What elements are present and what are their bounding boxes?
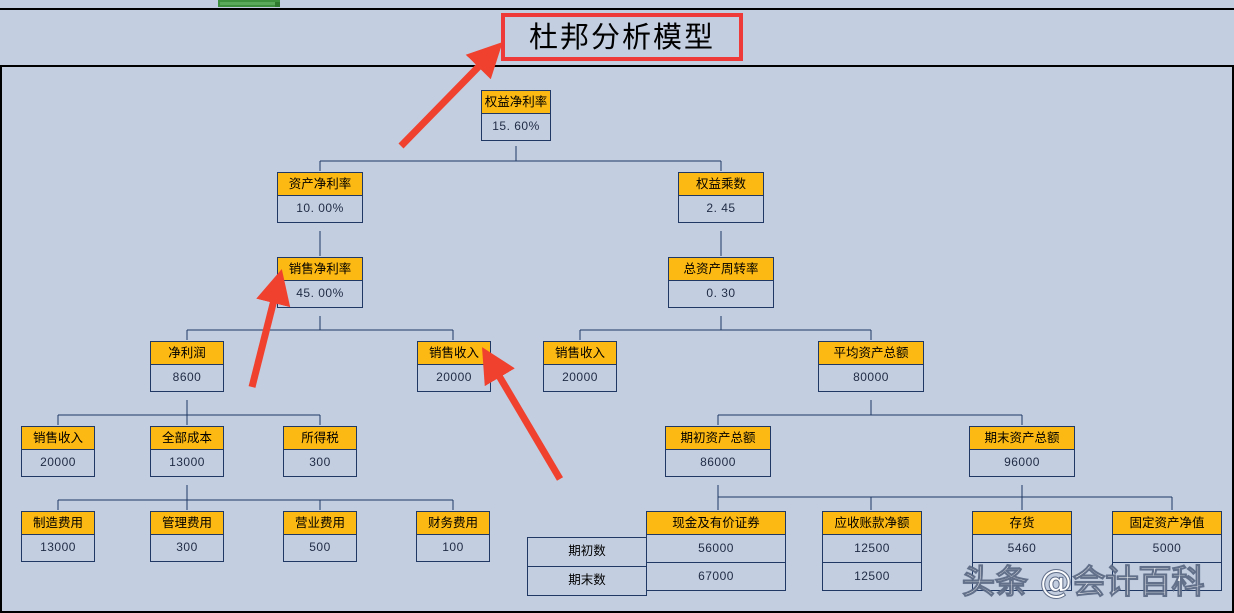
node-equity-multiplier-label: 权益乘数 [678,172,764,196]
node-income-tax-value: 300 [283,450,357,477]
node-revenue-c[interactable]: 销售收入 20000 [21,426,95,477]
node-beginning-total-assets-value: 86000 [665,450,771,477]
node-net-fixed-assets[interactable]: 固定资产净值 5000 [1112,511,1222,591]
node-cash-and-securities-end: 67000 [646,563,786,591]
node-financial-cost-label: 财务费用 [416,511,490,535]
node-equity-multiplier-value: 2. 45 [678,196,764,223]
node-manufacturing-cost[interactable]: 制造费用 13000 [21,511,95,562]
node-total-cost-label: 全部成本 [150,426,224,450]
asset-period-row-labels: 期初数 期末数 [527,537,647,596]
row-label-begin: 期初数 [527,537,647,567]
node-admin-cost-value: 300 [150,535,224,562]
node-accounts-receivable-end: 12500 [822,563,922,591]
node-cash-and-securities-begin: 56000 [646,535,786,563]
node-revenue-b-value: 20000 [543,365,617,392]
node-roe-label: 权益净利率 [481,90,551,114]
node-revenue-a-value: 20000 [417,365,491,392]
cell-selection-marker[interactable] [218,0,280,7]
node-net-fixed-assets-label: 固定资产净值 [1112,511,1222,535]
node-financial-cost-value: 100 [416,535,490,562]
node-revenue-a-label: 销售收入 [417,341,491,365]
node-accounts-receivable[interactable]: 应收账款净额 12500 12500 [822,511,922,591]
node-total-cost-value: 13000 [150,450,224,477]
node-net-profit-margin-label: 销售净利率 [277,257,363,281]
watermark: 头条 @会计百科 [962,562,1206,602]
node-roa-label: 资产净利率 [277,172,363,196]
node-net-fixed-assets-end [1112,563,1222,591]
node-net-profit-label: 净利润 [150,341,224,365]
node-total-asset-turnover-value: 0. 30 [668,281,774,308]
node-inventory[interactable]: 存货 5460 [972,511,1072,591]
node-revenue-b[interactable]: 销售收入 20000 [543,341,617,392]
node-admin-cost[interactable]: 管理费用 300 [150,511,224,562]
node-roa-value: 10. 00% [277,196,363,223]
node-revenue-a[interactable]: 销售收入 20000 [417,341,491,392]
node-ending-total-assets-value: 96000 [969,450,1075,477]
node-average-total-assets[interactable]: 平均资产总额 80000 [818,341,924,392]
node-ending-total-assets-label: 期末资产总额 [969,426,1075,450]
node-total-asset-turnover-label: 总资产周转率 [668,257,774,281]
node-roa[interactable]: 资产净利率 10. 00% [277,172,363,223]
node-average-total-assets-value: 80000 [818,365,924,392]
node-inventory-begin: 5460 [972,535,1072,563]
node-operating-cost-label: 营业费用 [283,511,357,535]
node-operating-cost[interactable]: 营业费用 500 [283,511,357,562]
node-financial-cost[interactable]: 财务费用 100 [416,511,490,562]
node-net-profit-value: 8600 [150,365,224,392]
node-beginning-total-assets[interactable]: 期初资产总额 86000 [665,426,771,477]
page-title: 杜邦分析模型 [501,13,743,61]
node-revenue-c-value: 20000 [21,450,95,477]
node-ending-total-assets[interactable]: 期末资产总额 96000 [969,426,1075,477]
node-equity-multiplier[interactable]: 权益乘数 2. 45 [678,172,764,223]
node-manufacturing-cost-value: 13000 [21,535,95,562]
node-average-total-assets-label: 平均资产总额 [818,341,924,365]
node-roe[interactable]: 权益净利率 15. 60% [481,90,551,141]
node-revenue-b-label: 销售收入 [543,341,617,365]
row-label-end: 期末数 [527,567,647,596]
node-admin-cost-label: 管理费用 [150,511,224,535]
node-manufacturing-cost-label: 制造费用 [21,511,95,535]
node-roe-value: 15. 60% [481,114,551,141]
selection-fill-handle[interactable] [275,2,280,7]
node-inventory-label: 存货 [972,511,1072,535]
node-accounts-receivable-label: 应收账款净额 [822,511,922,535]
node-operating-cost-value: 500 [283,535,357,562]
node-net-fixed-assets-begin: 5000 [1112,535,1222,563]
node-net-profit-margin-value: 45. 00% [277,281,363,308]
page-title-text: 杜邦分析模型 [528,19,715,54]
node-accounts-receivable-begin: 12500 [822,535,922,563]
node-cash-and-securities[interactable]: 现金及有价证券 56000 67000 [646,511,786,591]
node-total-asset-turnover[interactable]: 总资产周转率 0. 30 [668,257,774,308]
node-income-tax-label: 所得税 [283,426,357,450]
node-net-profit[interactable]: 净利润 8600 [150,341,224,392]
node-revenue-c-label: 销售收入 [21,426,95,450]
node-total-cost[interactable]: 全部成本 13000 [150,426,224,477]
node-net-profit-margin[interactable]: 销售净利率 45. 00% [277,257,363,308]
node-beginning-total-assets-label: 期初资产总额 [665,426,771,450]
node-income-tax[interactable]: 所得税 300 [283,426,357,477]
node-cash-and-securities-label: 现金及有价证券 [646,511,786,535]
node-inventory-end [972,563,1072,591]
